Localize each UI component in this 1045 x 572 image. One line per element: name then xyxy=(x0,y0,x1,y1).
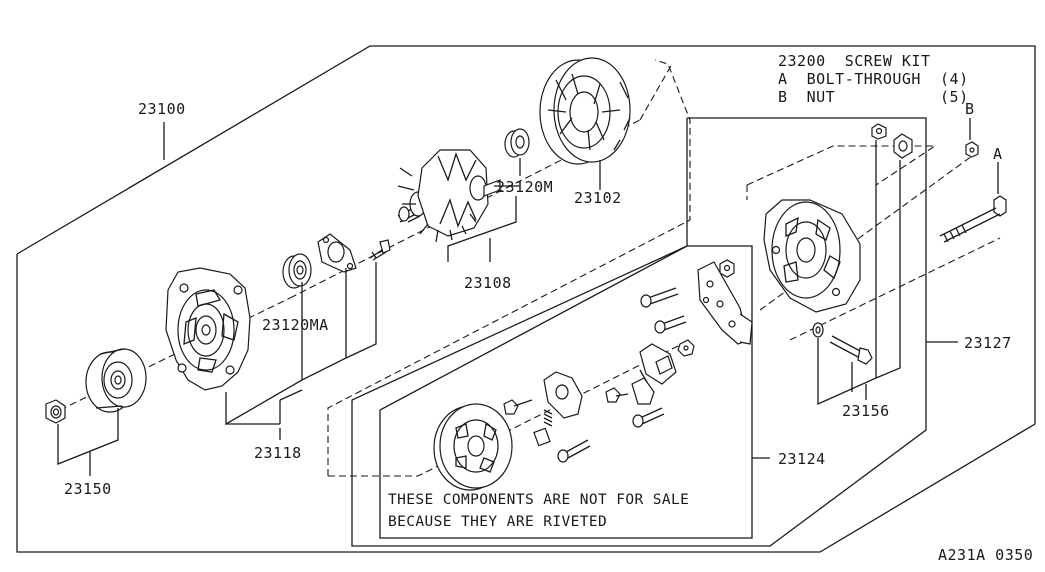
brush-spring xyxy=(543,409,553,427)
screw-kit-title: 23200 SCREW KIT xyxy=(778,52,931,70)
diode-plate xyxy=(697,261,753,345)
callout-23156: 23156 xyxy=(842,402,890,420)
screw-kit-legend: 23200 SCREW KIT A BOLT-THROUGH (4) B NUT… xyxy=(778,52,969,106)
notice-line-2: BECAUSE THEY ARE RIVETED xyxy=(388,514,607,530)
cover-washer xyxy=(812,322,824,338)
callout-23120m: 23120M xyxy=(496,178,553,196)
pulley-nut xyxy=(45,399,66,424)
regulator xyxy=(639,343,677,385)
bearing-retainer-plate xyxy=(317,233,357,273)
brush xyxy=(533,427,551,447)
regulator-frame xyxy=(379,245,753,539)
figure-code: A231A 0350 xyxy=(938,546,1033,564)
regulator-screw xyxy=(605,387,629,403)
brush-screw xyxy=(503,399,533,415)
screw-kit-item-a: A BOLT-THROUGH (4) xyxy=(778,70,969,88)
callout-23150: 23150 xyxy=(64,480,112,498)
rear-cover xyxy=(763,199,861,313)
notice-line-1: THESE COMPONENTS ARE NOT FOR SALE xyxy=(388,492,689,508)
callout-letter-b: B xyxy=(965,100,975,118)
brush-assembly xyxy=(543,371,583,419)
stator xyxy=(539,57,631,165)
callout-23118: 23118 xyxy=(254,444,302,462)
brush-holder xyxy=(631,377,655,405)
callout-23127: 23127 xyxy=(964,334,1012,352)
assembly-frame xyxy=(16,45,1036,553)
rear-bearing xyxy=(504,128,530,158)
callout-23108: 23108 xyxy=(464,274,512,292)
callout-23120ma: 23120MA xyxy=(262,316,329,334)
retainer-screw xyxy=(369,239,391,261)
through-bolt xyxy=(939,195,1007,243)
kit-nut-1 xyxy=(871,123,887,140)
callout-letter-a: A xyxy=(993,145,1003,163)
callout-23100: 23100 xyxy=(138,100,186,118)
kit-nut-3 xyxy=(965,141,979,158)
plate-bolt-1 xyxy=(640,287,679,308)
front-housing xyxy=(165,267,251,391)
not-for-sale-notice: THESE COMPONENTS ARE NOT FOR SALE BECAUS… xyxy=(388,492,689,530)
part-callouts: 23100 23102 23120M 23108 23120MA 23118 2… xyxy=(64,100,1012,498)
plate-bolt-2 xyxy=(654,315,687,334)
screw-kit-dashed-box xyxy=(746,145,937,200)
regulator-bolt xyxy=(632,407,665,428)
terminal-bolt xyxy=(829,335,873,365)
rotor xyxy=(397,149,501,243)
brush-bolt xyxy=(557,439,591,463)
callout-23124: 23124 xyxy=(778,450,826,468)
leader-lines xyxy=(57,118,999,476)
cover-nut xyxy=(719,259,735,278)
plate-screw xyxy=(677,339,695,357)
front-bearing xyxy=(282,253,312,289)
rear-cover-frame xyxy=(351,117,927,547)
pulley xyxy=(85,348,147,413)
rear-plate-cover xyxy=(433,403,513,491)
screw-kit-item-b: B NUT (5) xyxy=(778,88,969,106)
kit-nut-2 xyxy=(893,133,913,159)
callout-23102: 23102 xyxy=(574,189,622,207)
dashed-boundary xyxy=(327,59,691,477)
